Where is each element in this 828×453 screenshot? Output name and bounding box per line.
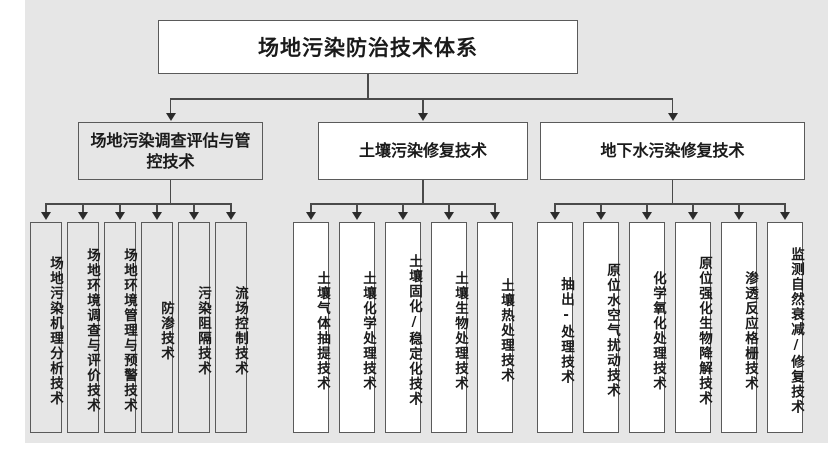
- level2-arrow-0: [165, 113, 176, 121]
- leaf-stem-2-5: [784, 203, 786, 213]
- leaf-label: 渗透反应格栅技术: [742, 270, 758, 391]
- leaf-stem-1-1: [356, 203, 358, 213]
- leaf-arrow-2-1: [596, 212, 606, 220]
- leaf-label: 土壤热处理技术: [498, 278, 514, 383]
- leaf-arrow-0-1: [78, 212, 88, 220]
- leaf-box-0-1: 场地环境调查与评价技术: [67, 222, 100, 433]
- leaf-label: 原位强化生物降解技术: [696, 255, 712, 406]
- leaf-box-1-0: 土壤气体抽提技术: [293, 222, 330, 433]
- leaf-arrow-0-4: [189, 212, 199, 220]
- leaf-box-0-2: 场地环境管理与预警技术: [104, 222, 137, 433]
- leaf-label: 抽出-处理技术: [558, 276, 574, 385]
- leaf-arrow-0-0: [41, 212, 51, 220]
- leaf-box-1-2: 土壤固化/稳定化技术: [385, 222, 422, 433]
- level2-stem-1: [422, 98, 424, 114]
- branch-stem-2: [671, 180, 674, 203]
- leaf-box-2-4: 渗透反应格栅技术: [721, 222, 758, 433]
- leaf-stem-0-0: [45, 203, 47, 213]
- leaf-arrow-1-1: [352, 212, 362, 220]
- leaf-box-0-5: 流场控制技术: [215, 222, 248, 433]
- leaf-stem-2-0: [554, 203, 556, 213]
- leaf-label: 防渗技术: [158, 300, 174, 361]
- level2-stem-2: [671, 98, 674, 114]
- leaf-stem-2-2: [646, 203, 648, 213]
- leaf-stem-1-2: [402, 203, 404, 213]
- leaf-box-2-1: 原位水空气扰动技术: [583, 222, 620, 433]
- leaf-arrow-0-5: [226, 212, 236, 220]
- leaf-stem-0-2: [119, 203, 121, 213]
- leaf-label: 场地污染机理分析技术: [47, 255, 63, 406]
- leaf-arrow-1-4: [490, 212, 500, 220]
- leaf-label: 监测自然衰减/修复技术: [788, 246, 804, 415]
- leaf-arrow-1-0: [306, 212, 316, 220]
- leaf-label: 土壤化学处理技术: [360, 270, 376, 391]
- branch-stem-1: [422, 180, 424, 203]
- leaf-stem-1-3: [448, 203, 450, 213]
- leaf-box-1-4: 土壤热处理技术: [477, 222, 514, 433]
- leaf-bus-2: [554, 203, 786, 205]
- root-box: 场地污染防治技术体系: [158, 20, 578, 74]
- leaf-arrow-2-5: [780, 212, 790, 220]
- branch-stem-0: [169, 180, 172, 203]
- leaf-box-2-0: 抽出-处理技术: [537, 222, 574, 433]
- leaf-label: 土壤气体抽提技术: [314, 270, 330, 391]
- branch-box-1: 土壤污染修复技术: [318, 122, 528, 180]
- root-stem: [367, 74, 369, 98]
- leaf-label: 场地环境调查与评价技术: [84, 248, 100, 413]
- leaf-arrow-2-2: [642, 212, 652, 220]
- leaf-arrow-1-3: [444, 212, 454, 220]
- level2-stem-0: [169, 98, 172, 114]
- leaf-box-0-4: 污染阻隔技术: [178, 222, 211, 433]
- leaf-stem-1-0: [310, 203, 312, 213]
- leaf-label: 场地环境管理与预警技术: [121, 248, 137, 413]
- level2-bus: [169, 98, 674, 100]
- leaf-stem-0-1: [82, 203, 84, 213]
- leaf-stem-0-3: [156, 203, 158, 213]
- leaf-label: 污染阻隔技术: [195, 285, 211, 376]
- leaf-box-1-3: 土壤生物处理技术: [431, 222, 468, 433]
- leaf-box-2-3: 原位强化生物降解技术: [675, 222, 712, 433]
- leaf-label: 流场控制技术: [232, 285, 248, 376]
- leaf-arrow-0-2: [115, 212, 125, 220]
- leaf-box-1-1: 土壤化学处理技术: [339, 222, 376, 433]
- leaf-stem-2-3: [692, 203, 694, 213]
- leaf-stem-2-1: [600, 203, 602, 213]
- leaf-label: 化学氧化处理技术: [650, 270, 666, 391]
- leaf-arrow-2-3: [688, 212, 698, 220]
- leaf-box-0-0: 场地污染机理分析技术: [30, 222, 63, 433]
- leaf-stem-2-4: [738, 203, 740, 213]
- leaf-label: 原位水空气扰动技术: [604, 263, 620, 398]
- leaf-bus-0: [45, 203, 232, 205]
- level2-arrow-1: [418, 113, 428, 121]
- leaf-label: 土壤生物处理技术: [452, 270, 468, 391]
- leaf-stem-0-4: [193, 203, 195, 213]
- leaf-box-2-2: 化学氧化处理技术: [629, 222, 666, 433]
- leaf-box-0-3: 防渗技术: [141, 222, 174, 433]
- leaf-label: 土壤固化/稳定化技术: [406, 254, 422, 407]
- leaf-box-2-5: 监测自然衰减/修复技术: [767, 222, 804, 433]
- leaf-arrow-2-4: [734, 212, 744, 220]
- branch-box-0: 场地污染调查评估与管控技术: [78, 122, 263, 180]
- leaf-arrow-0-3: [152, 212, 162, 220]
- leaf-stem-0-5: [230, 203, 232, 213]
- leaf-arrow-1-2: [398, 212, 408, 220]
- leaf-stem-1-4: [494, 203, 496, 213]
- branch-box-2: 地下水污染修复技术: [540, 122, 805, 180]
- level2-arrow-2: [667, 113, 678, 121]
- leaf-arrow-2-0: [550, 212, 560, 220]
